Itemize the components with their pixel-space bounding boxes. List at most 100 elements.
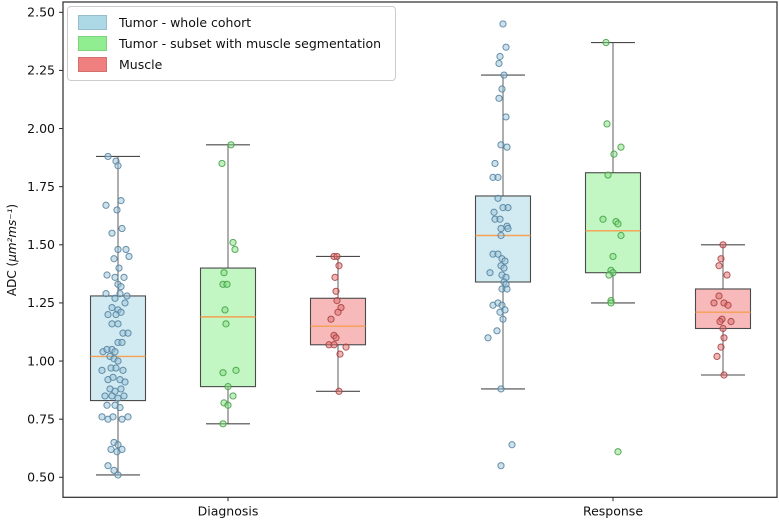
scatter-point [494, 250, 502, 258]
scatter-point [108, 392, 116, 400]
scatter-point [103, 271, 111, 279]
scatter-point [715, 262, 723, 270]
scatter-point [717, 255, 725, 263]
y-tick-label: 1.00 [27, 353, 55, 368]
scatter-point [332, 287, 340, 295]
y-tick-label: 0.50 [27, 470, 55, 485]
scatter-point [617, 231, 625, 240]
x-tick-label-response: Response [583, 503, 643, 518]
scatter-point [614, 220, 622, 228]
scatter-point [604, 171, 612, 179]
scatter-point [607, 299, 615, 307]
scatter-point [503, 285, 511, 293]
scatter-point [716, 317, 724, 326]
scatter-point [727, 317, 735, 326]
scatter-point [229, 392, 237, 400]
scatter-point [227, 141, 235, 149]
scatter-point [496, 52, 504, 61]
scatter-point [222, 320, 230, 328]
scatter-point [609, 252, 617, 261]
plot-border [62, 1, 778, 498]
scatter-point [494, 194, 502, 202]
scatter-point [123, 292, 131, 300]
scatter-point [117, 385, 125, 393]
scatter-point [497, 462, 505, 470]
scatter-point [107, 445, 115, 453]
scatter-point [499, 204, 507, 212]
y-tick-label: 2.50 [27, 5, 55, 20]
scatter-point [104, 462, 112, 470]
scatter-point [121, 299, 129, 307]
scatter-point [104, 152, 112, 161]
scatter-point [117, 308, 125, 316]
scatter-point [231, 245, 239, 254]
scatter-point [495, 59, 503, 68]
legend-item-tumor-whole-cohort: Tumor - whole cohort [78, 15, 381, 30]
scatter-point [111, 348, 119, 356]
scatter-point [494, 173, 502, 181]
scatter-point [114, 320, 122, 328]
scatter-point [117, 197, 125, 205]
scatter-point [219, 420, 227, 428]
scatter-point [330, 341, 338, 349]
scatter-point [223, 280, 231, 288]
scatter-point [497, 385, 505, 393]
scatter-point [108, 320, 116, 328]
scatter-point [114, 245, 122, 254]
scatter-point [98, 413, 106, 421]
scatter-point [112, 364, 120, 372]
scatter-point [114, 162, 122, 170]
scatter-point [605, 271, 613, 279]
scatter-point [617, 143, 625, 151]
scatter-point [122, 245, 130, 254]
scatter-point [503, 143, 511, 151]
scatter-point [116, 403, 124, 412]
scatter-point [496, 215, 504, 223]
scatter-point [719, 324, 727, 333]
scatter-point [102, 290, 110, 298]
scatter-point [719, 241, 727, 249]
scatter-point [120, 392, 128, 400]
legend: Tumor - whole cohort Tumor - subset with… [67, 6, 397, 81]
scatter-point [101, 392, 109, 400]
scatter-point [118, 224, 126, 233]
scatter-point [111, 273, 119, 281]
scatter-point [118, 338, 126, 347]
scatter-point [116, 290, 124, 298]
legend-label-muscle: Muscle [119, 57, 163, 72]
scatter-point [331, 273, 339, 281]
scatter-point [333, 297, 341, 305]
scatter-point [118, 445, 126, 453]
scatter-point [219, 369, 227, 377]
scatter-point [484, 334, 492, 342]
legend-label-tumor-whole-cohort: Tumor - whole cohort [119, 15, 252, 30]
y-tick-label: 0.75 [27, 411, 55, 426]
scatter-point [224, 401, 232, 409]
scatter-point [124, 329, 132, 337]
scatter-point [114, 441, 122, 449]
x-tick-label-diagnosis: Diagnosis [198, 503, 259, 518]
scatter-point [224, 383, 232, 391]
scatter-point [335, 262, 343, 270]
scatter-point [504, 224, 512, 233]
scatter-point [327, 315, 335, 323]
scatter-point [103, 401, 111, 409]
scatter-point [332, 334, 340, 342]
scatter-point [599, 215, 607, 223]
scatter-point [121, 378, 129, 386]
scatter-point [221, 306, 229, 314]
scatter-point [502, 113, 510, 121]
scatter-point [218, 159, 226, 168]
scatter-point [98, 366, 106, 374]
scatter-point [500, 264, 508, 272]
scatter-point [232, 366, 240, 374]
scatter-point [114, 394, 122, 402]
scatter-point [342, 343, 350, 351]
scatter-point [502, 43, 510, 51]
scatter-point [497, 224, 505, 233]
scatter-point [497, 141, 505, 149]
scatter-point [710, 299, 718, 307]
scatter-point [717, 343, 725, 351]
scatter-point [499, 315, 507, 323]
